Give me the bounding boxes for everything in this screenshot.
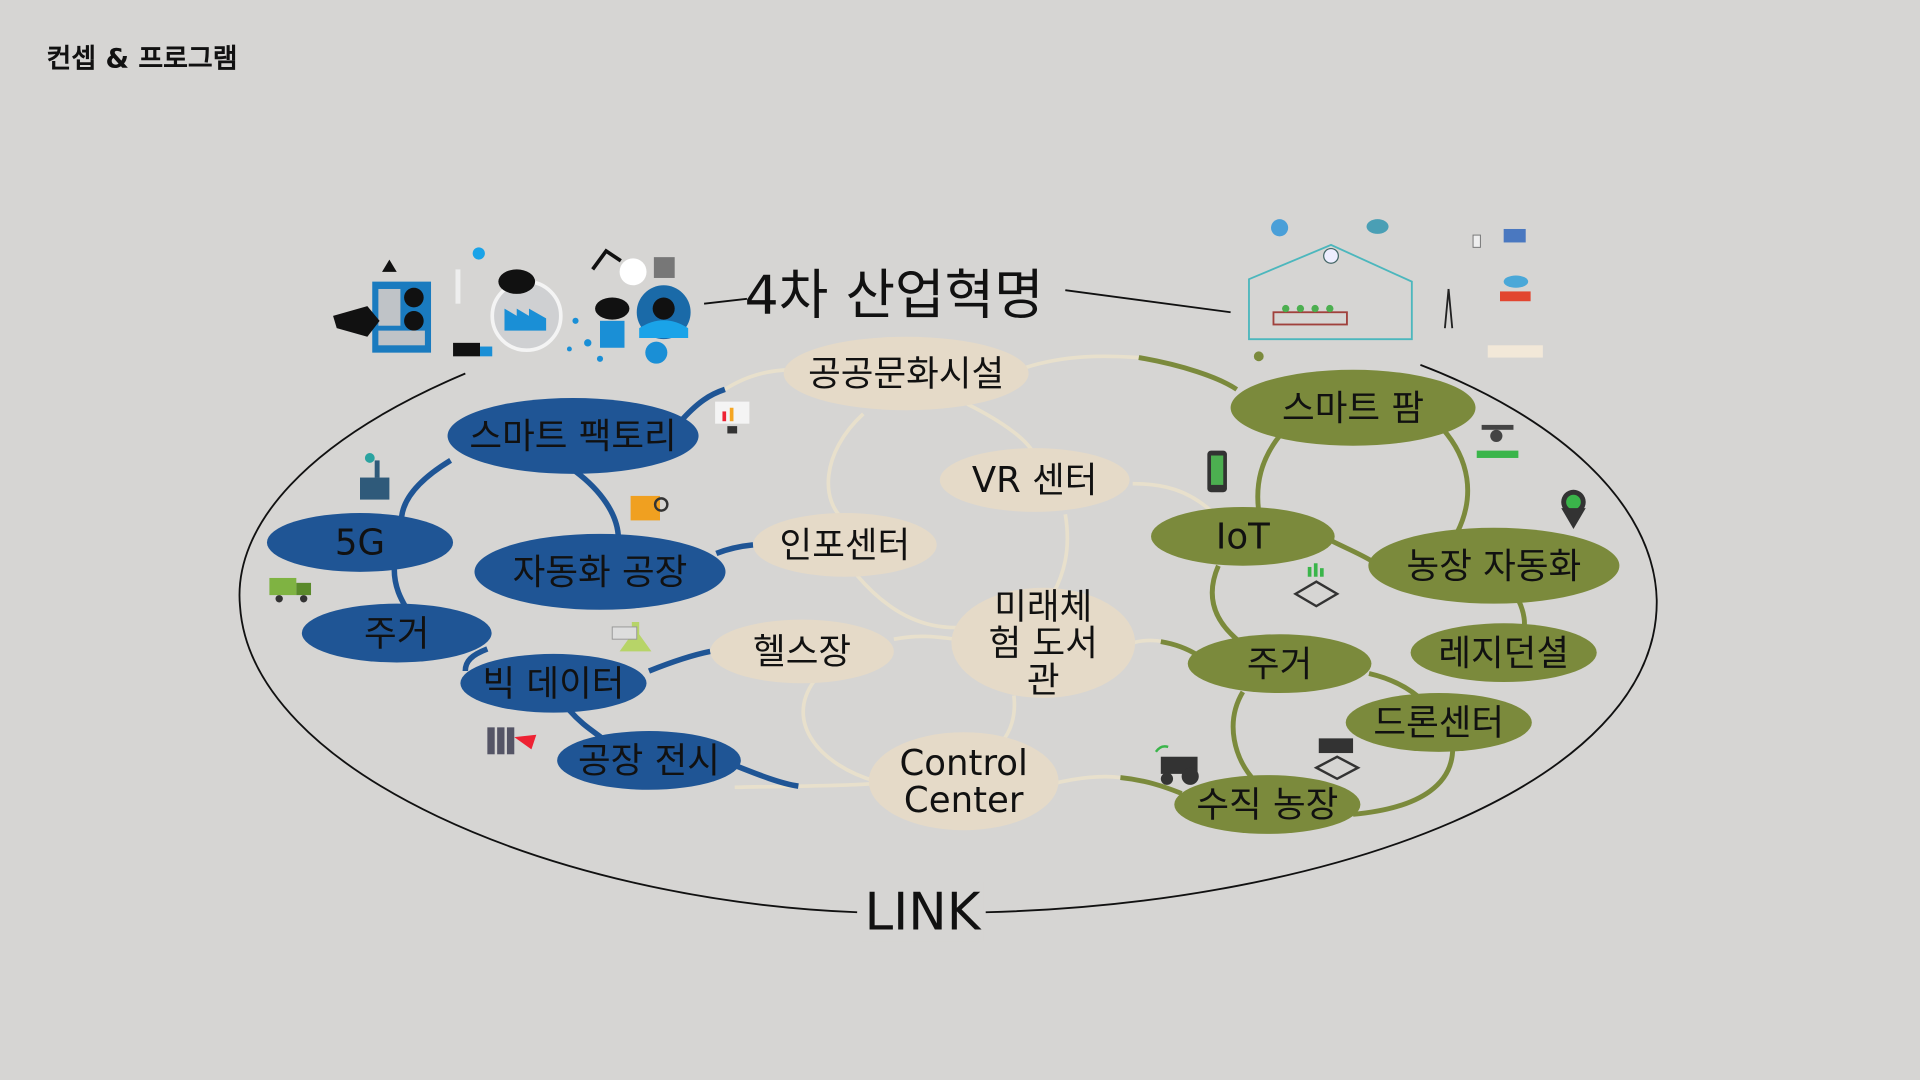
legend-table <box>1487 345 1543 358</box>
link-label: LINK <box>862 881 983 942</box>
co2-icon <box>1253 351 1264 362</box>
fan-icon <box>1323 247 1339 264</box>
main-concept-label: 4차 산업혁명 <box>744 264 1044 327</box>
bulb-icon <box>653 257 675 278</box>
field-chart-icon <box>1293 563 1340 608</box>
controller-icon <box>1500 291 1531 302</box>
antenna-icon <box>1443 288 1454 329</box>
globe-icon <box>1271 219 1289 237</box>
bubble-5g: 5G <box>266 513 454 572</box>
bubble-automated-factory: 자동화 공장 <box>474 533 726 610</box>
drone-icon <box>1476 424 1519 458</box>
search-document-icon <box>630 495 669 521</box>
factory-icon <box>490 269 563 353</box>
sun-icon <box>472 247 485 260</box>
bubble-residential: 레지던셜 <box>1410 623 1597 683</box>
power-plant-icon <box>360 453 390 500</box>
control-panel-icon <box>372 281 432 353</box>
bubble-farm-automation: 농장 자동화 <box>1368 527 1620 604</box>
greenhouse-outline <box>1248 243 1413 341</box>
truck-icon <box>453 342 481 357</box>
hand-icon <box>333 306 380 337</box>
test-flask-icon <box>611 622 652 652</box>
network-dots-icon <box>566 317 604 362</box>
bubble-smart-factory: 스마트 팩토리 <box>447 397 699 474</box>
bubble-drone-center: 드론센터 <box>1345 693 1532 752</box>
worker-icon <box>636 285 691 364</box>
bubble-vertical-farm: 수직 농장 <box>1174 775 1361 834</box>
warning-icon <box>382 259 397 272</box>
bubble-farm-housing: 주거 <box>1187 634 1372 694</box>
farm-connectors <box>1120 355 1527 817</box>
bubble-vr-center: VR 센터 <box>939 448 1130 512</box>
slide-title: 컨셉 & 프로그램 <box>46 44 238 75</box>
bubble-future-library: 미래체험 도서관 <box>951 588 1136 698</box>
cloud-icon <box>1366 219 1389 234</box>
bubble-info-center: 인포센터 <box>753 513 937 577</box>
bubble-factory-exhibition: 공장 전시 <box>557 731 741 790</box>
bubble-public-culture: 공공문화시설 <box>783 336 1029 411</box>
bubble-big-data: 빅 데이터 <box>460 653 647 713</box>
link-ellipse <box>238 289 1658 914</box>
tractor-icon <box>1154 745 1199 785</box>
robot-arm-icon <box>591 248 622 271</box>
laptop-icon <box>1503 228 1526 243</box>
bubble-gym: 헬스장 <box>710 619 894 684</box>
truck-icon <box>269 577 312 603</box>
bubble-iot: IoT <box>1151 506 1335 566</box>
sensor-icon <box>619 258 647 286</box>
location-leaf-icon <box>1561 489 1586 529</box>
factory-chart-icon <box>487 727 537 755</box>
bubble-smart-farm: 스마트 팜 <box>1230 369 1476 446</box>
windmill-icon <box>455 269 461 304</box>
bubble-factory-housing: 주거 <box>301 603 492 663</box>
phone-icon <box>1472 234 1481 248</box>
phone-plant-icon <box>1207 450 1227 493</box>
cloud-upload-icon <box>595 297 630 348</box>
field-monitor-icon <box>1313 738 1361 781</box>
dashboard-monitor-icon <box>715 401 750 434</box>
bubble-control-center: Control Center <box>868 732 1059 831</box>
